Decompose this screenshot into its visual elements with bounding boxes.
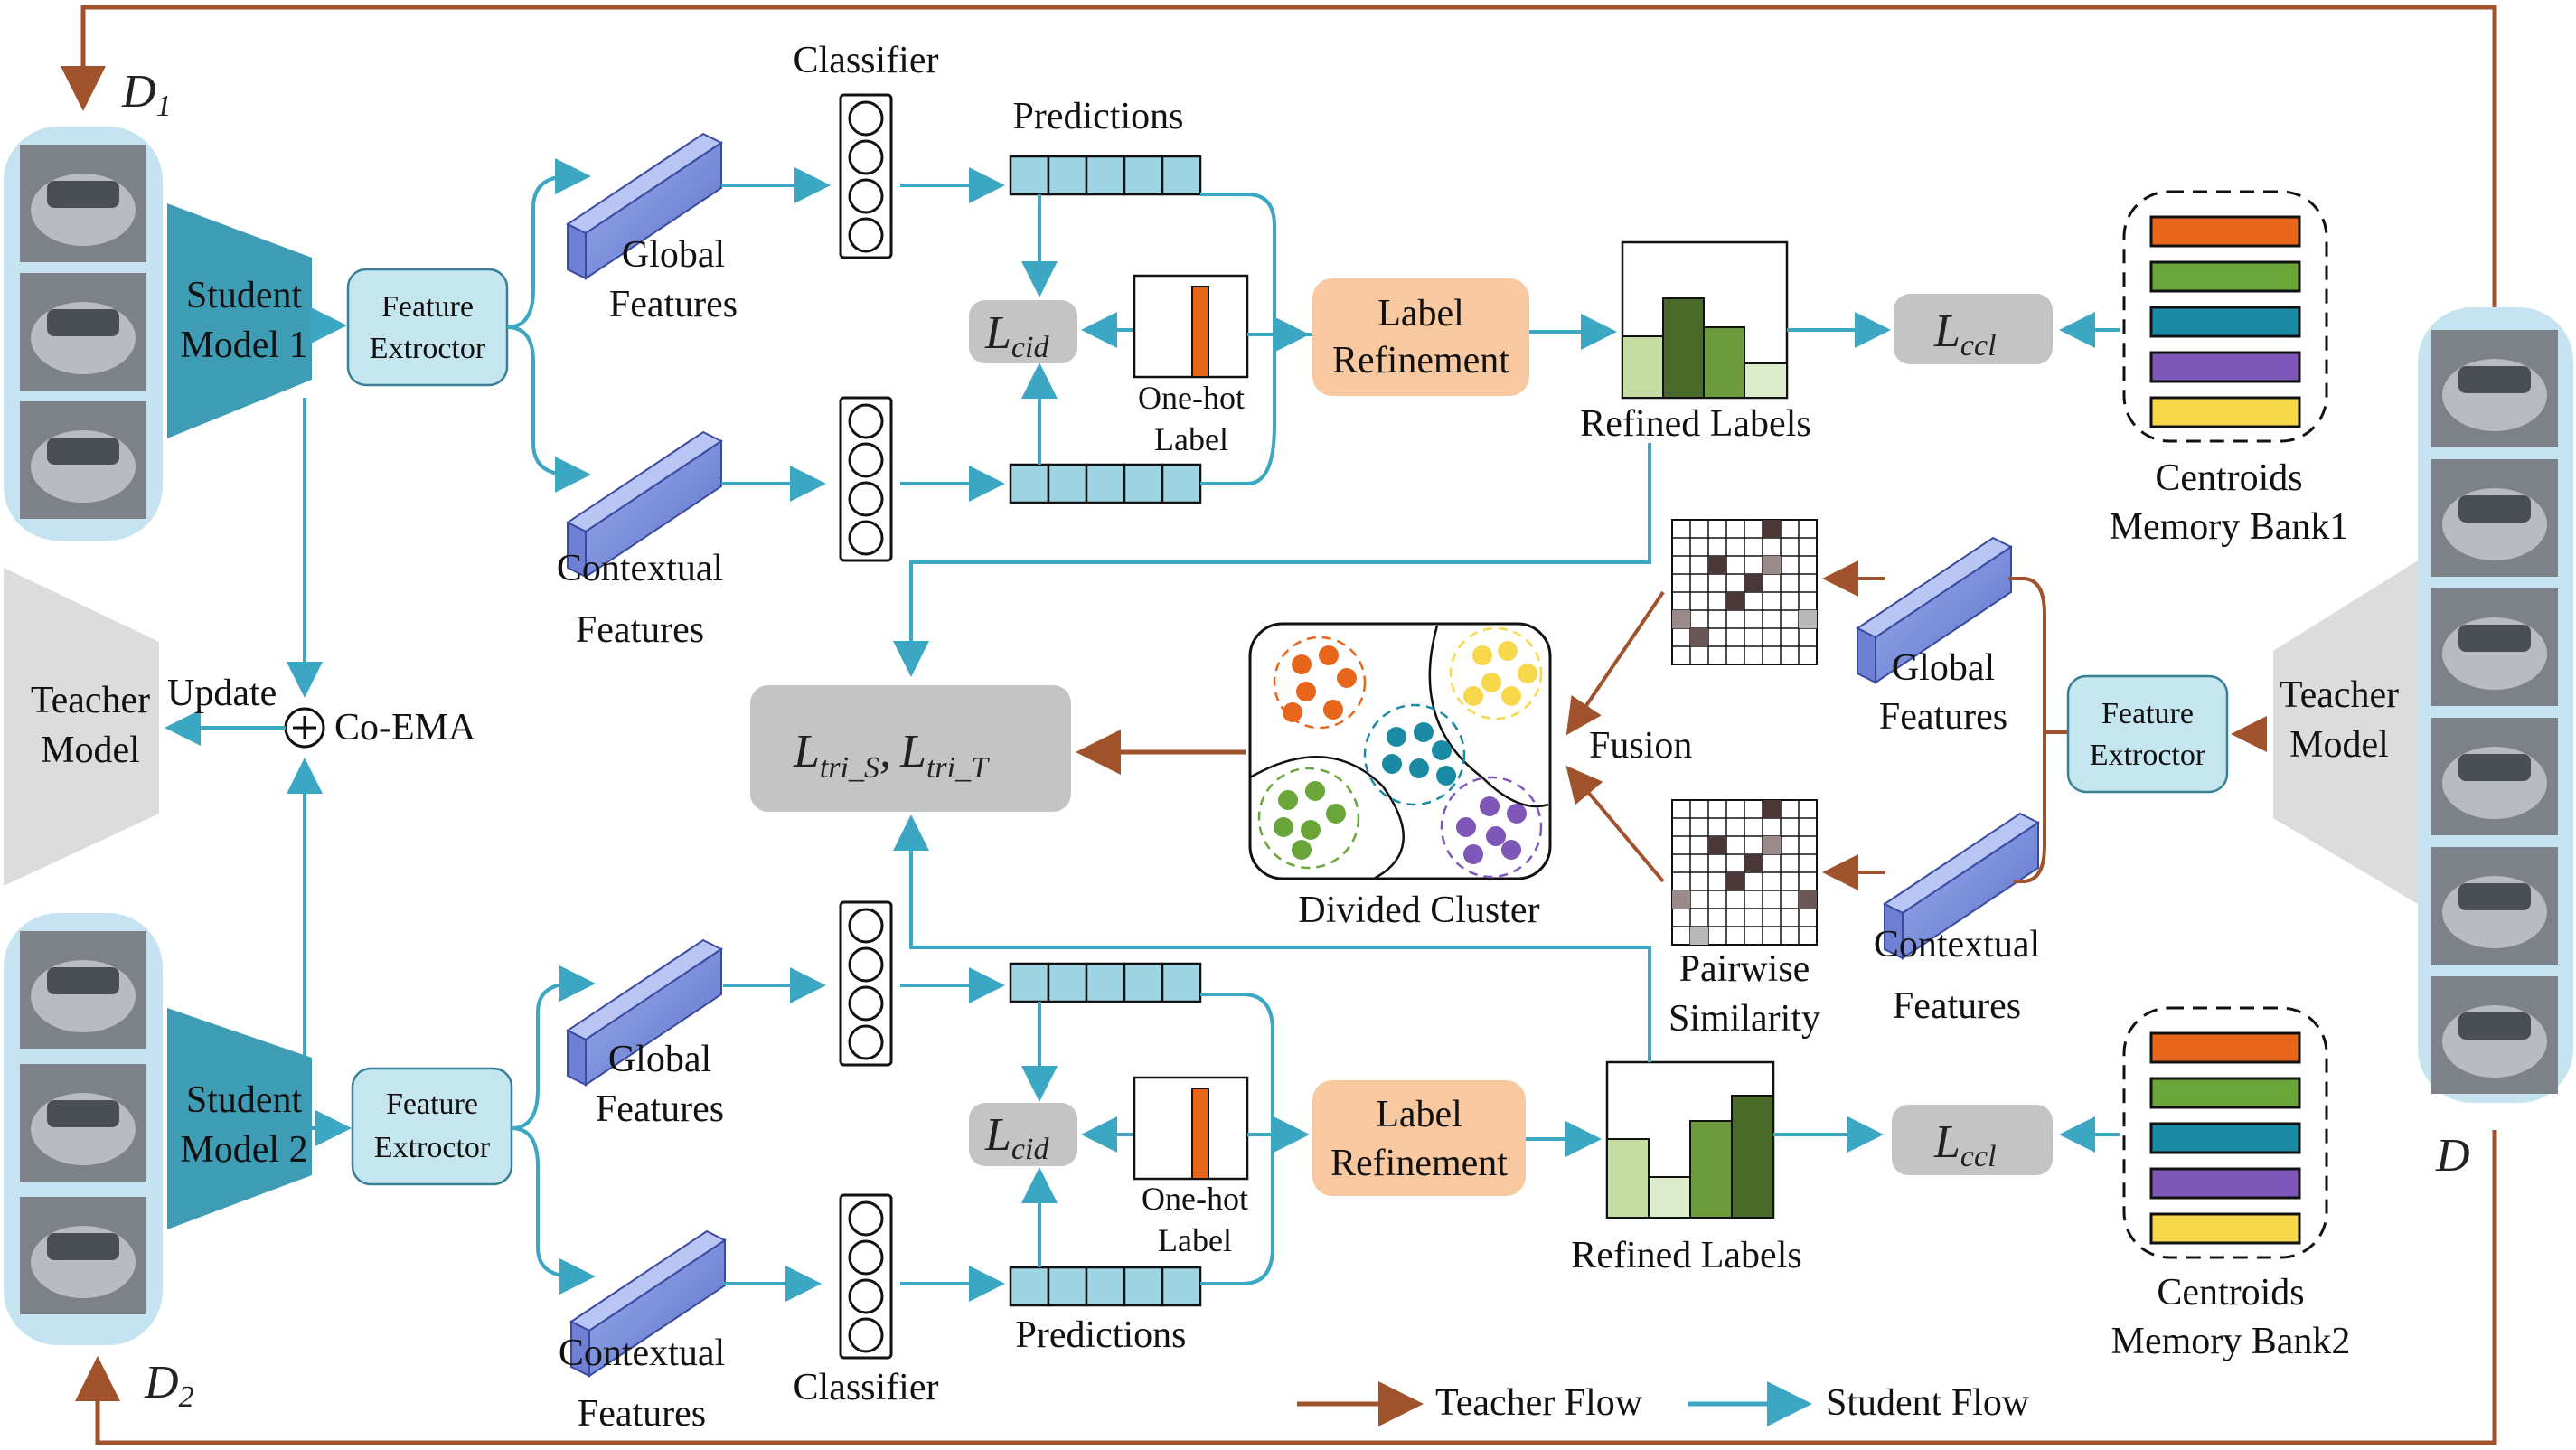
svg-text:Lcid: Lcid xyxy=(984,307,1049,364)
svg-text:Extroctor: Extroctor xyxy=(374,1131,491,1164)
svg-text:Feature: Feature xyxy=(2101,697,2194,730)
svg-text:Similarity: Similarity xyxy=(1669,998,1820,1040)
svg-text:Student: Student xyxy=(186,1079,303,1121)
teacher-loop-top xyxy=(61,5,2497,312)
svg-text:Model: Model xyxy=(41,730,140,771)
teacher-loop-bottom xyxy=(75,1130,2497,1445)
refined-labels-label-top: Refined Labels xyxy=(1580,403,1810,445)
classifier-label-bottom: Classifier xyxy=(794,1367,939,1408)
predictions-bar-bottom-1 xyxy=(1009,962,1202,1003)
co-ema-label: Co-EMA xyxy=(334,707,476,749)
teacher-model-right xyxy=(2273,560,2418,904)
one-hot-bottom xyxy=(1133,1076,1249,1181)
feature-extractor-teacher xyxy=(2066,674,2229,794)
similarity-matrix-bottom xyxy=(1671,799,1818,946)
loss-ccl-top xyxy=(1894,294,2053,364)
teacher-model-left xyxy=(4,568,159,886)
svg-text:Centroids: Centroids xyxy=(2155,457,2302,499)
student-model-2 xyxy=(167,1008,312,1229)
svg-text:Label: Label xyxy=(1376,1094,1462,1135)
classifier-top-2 xyxy=(839,396,893,562)
svg-text:Model 2: Model 2 xyxy=(180,1129,307,1171)
svg-text:Memory Bank2: Memory Bank2 xyxy=(2111,1321,2351,1362)
predictions-bar-top-1 xyxy=(1009,155,1202,196)
predictions-bar-top-2 xyxy=(1009,463,1202,504)
svg-text:Features: Features xyxy=(596,1088,724,1130)
loss-cid-bottom xyxy=(969,1103,1077,1166)
svg-text:Student: Student xyxy=(186,275,303,316)
refined-labels-chart-bottom xyxy=(1605,1060,1775,1219)
legend-student-flow: Student Flow xyxy=(1826,1382,2030,1424)
svg-text:Contextual: Contextual xyxy=(1874,924,2040,965)
svg-text:Memory Bank1: Memory Bank1 xyxy=(2110,506,2349,548)
svg-text:Extroctor: Extroctor xyxy=(370,332,486,365)
svg-text:Centroids: Centroids xyxy=(2157,1272,2304,1313)
svg-text:Feature: Feature xyxy=(381,290,474,324)
svg-text:One-hot: One-hot xyxy=(1138,380,1245,416)
predictions-label-top: Predictions xyxy=(1013,96,1184,137)
refined-labels-label-bottom: Refined Labels xyxy=(1571,1235,1801,1276)
domain-d1-label: D1 xyxy=(121,66,172,123)
svg-text:Features: Features xyxy=(576,609,704,651)
one-hot-top xyxy=(1133,274,1249,379)
fusion-label: Fusion xyxy=(1589,725,1692,767)
svg-text:Features: Features xyxy=(1893,985,2021,1027)
memory-bank-1 xyxy=(2122,190,2328,443)
domain-d2-label: D2 xyxy=(144,1357,194,1414)
label-refinement-top xyxy=(1312,278,1529,396)
loss-triplet xyxy=(750,685,1071,812)
svg-text:Model 1: Model 1 xyxy=(180,325,307,366)
similarity-matrix-top xyxy=(1671,519,1818,665)
svg-text:One-hot: One-hot xyxy=(1142,1181,1248,1217)
divided-cluster xyxy=(1248,622,1552,880)
svg-text:Label: Label xyxy=(1158,1222,1232,1258)
svg-text:Label: Label xyxy=(1154,421,1228,457)
domain-d2-images xyxy=(4,913,163,1345)
svg-text:Ltri_S,Ltri_T: Ltri_S,Ltri_T xyxy=(793,726,990,785)
svg-text:Label: Label xyxy=(1377,293,1464,334)
memory-bank-2 xyxy=(2122,1006,2328,1259)
svg-text:Global: Global xyxy=(608,1039,711,1080)
predictions-label-bottom: Predictions xyxy=(1016,1314,1187,1356)
domain-d-label: D xyxy=(2435,1130,2470,1182)
loss-ccl-bottom xyxy=(1892,1105,2053,1175)
svg-text:Lccl: Lccl xyxy=(1933,306,1997,362)
svg-text:Lccl: Lccl xyxy=(1933,1116,1997,1173)
svg-text:Global: Global xyxy=(622,234,725,276)
svg-text:Lcid: Lcid xyxy=(984,1109,1049,1166)
update-label: Update xyxy=(167,673,277,714)
student-model-1 xyxy=(167,203,312,438)
svg-text:Features: Features xyxy=(1879,696,2007,738)
svg-text:Feature: Feature xyxy=(386,1088,478,1121)
svg-text:Features: Features xyxy=(578,1393,706,1435)
svg-text:Refinement: Refinement xyxy=(1330,1143,1508,1184)
label-refinement-bottom xyxy=(1312,1080,1526,1196)
classifier-label-top: Classifier xyxy=(794,40,939,81)
loss-cid-top xyxy=(969,300,1077,363)
domain-d1-images xyxy=(4,127,163,541)
domain-d-images xyxy=(2418,307,2573,1103)
feature-extractor-top xyxy=(346,268,509,387)
svg-text:Teacher: Teacher xyxy=(2280,674,2399,716)
svg-text:Refinement: Refinement xyxy=(1332,340,1509,381)
classifier-top-1 xyxy=(839,93,893,259)
svg-text:Pairwise: Pairwise xyxy=(1679,948,1810,990)
legend-teacher-flow: Teacher Flow xyxy=(1435,1382,1643,1424)
predictions-bar-bottom-2 xyxy=(1009,1266,1202,1307)
classifier-bottom-2 xyxy=(839,1193,893,1360)
svg-text:Features: Features xyxy=(609,284,738,325)
svg-text:Contextual: Contextual xyxy=(559,1332,725,1374)
svg-text:Contextual: Contextual xyxy=(557,548,723,589)
svg-text:Model: Model xyxy=(2289,724,2389,766)
svg-text:Global: Global xyxy=(1892,647,1995,689)
feature-extractor-bottom xyxy=(351,1067,513,1186)
refined-labels-chart-top xyxy=(1621,240,1789,400)
svg-text:Teacher: Teacher xyxy=(31,680,150,721)
divided-cluster-label: Divided Cluster xyxy=(1298,890,1539,931)
classifier-bottom-1 xyxy=(839,900,893,1067)
svg-text:Extroctor: Extroctor xyxy=(2090,739,2206,772)
